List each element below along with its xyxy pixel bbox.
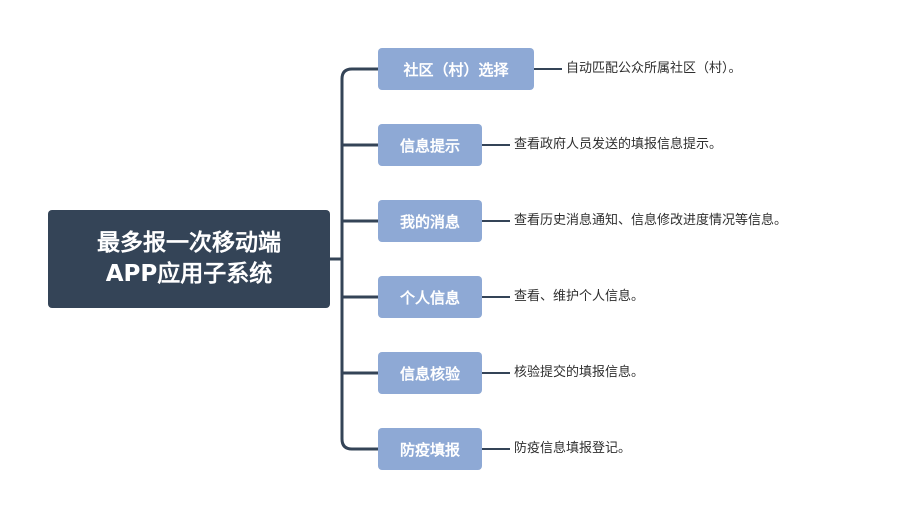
branch-info-verify: 信息核验 <box>378 352 482 394</box>
root-topic: 最多报一次移动端 APP应用子系统 <box>48 210 330 308</box>
branch-label: 社区（村）选择 <box>403 60 509 79</box>
branch-description: 防疫信息填报登记。 <box>514 441 632 456</box>
branch-description: 自动匹配公众所属社区（村）。 <box>566 61 742 76</box>
branch-description: 查看历史消息通知、信息修改进度情况等信息。 <box>514 213 788 228</box>
branch-info-prompt: 信息提示 <box>378 124 482 166</box>
branch-epidemic-report: 防疫填报 <box>378 428 482 470</box>
trunk-connector <box>340 67 380 451</box>
branch-label: 信息提示 <box>399 136 460 155</box>
branch-my-messages: 我的消息 <box>378 200 482 242</box>
branch-label: 信息核验 <box>399 364 460 383</box>
branch-label: 我的消息 <box>399 212 460 231</box>
branch-personal-info: 个人信息 <box>378 276 482 318</box>
branch-description: 查看、维护个人信息。 <box>514 289 645 304</box>
root-topic-label: 最多报一次移动端 APP应用子系统 <box>97 230 281 287</box>
branch-label: 防疫填报 <box>399 440 460 459</box>
branch-label: 个人信息 <box>399 288 460 307</box>
branch-community-select: 社区（村）选择 <box>378 48 534 90</box>
branch-description: 查看政府人员发送的填报信息提示。 <box>514 137 723 152</box>
branch-description: 核验提交的填报信息。 <box>514 365 645 380</box>
